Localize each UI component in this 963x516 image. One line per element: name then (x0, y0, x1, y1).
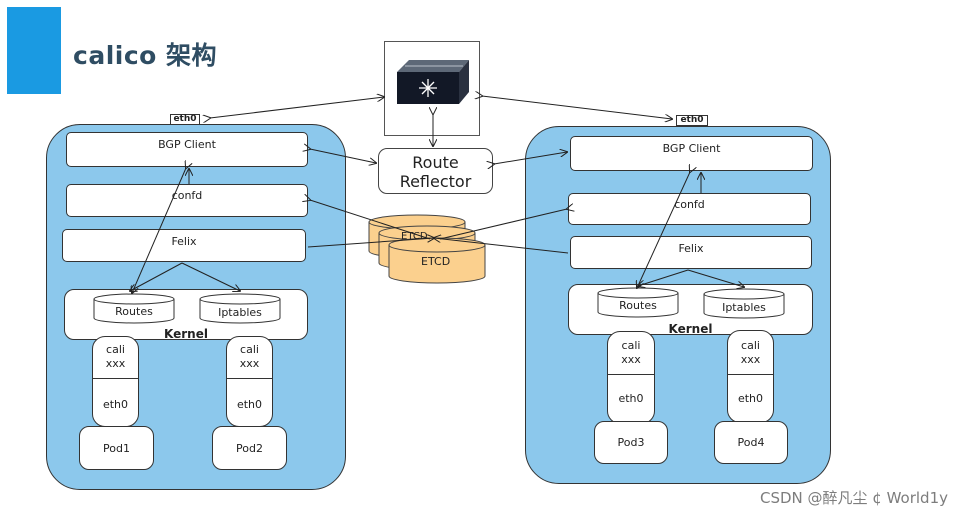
pod-eth0-4: eth0 (737, 392, 764, 405)
route-reflector-label-line1: Route (412, 153, 459, 172)
eth-to-switch-link-1 (210, 97, 384, 118)
route-reflector-label-line2: Reflector (399, 172, 472, 191)
watermark: CSDN @醉凡尘 ¢ World1y (759, 489, 948, 507)
pod-4: Pod4 (714, 421, 788, 464)
cali-interface-1: cali xxx (93, 337, 138, 379)
etcd-label-back: ETCD (401, 231, 428, 242)
bgp-to-routes-link-2 (637, 172, 690, 288)
iptables-cylinder-shape-2 (703, 288, 785, 319)
kernel-label-1: Kernel (164, 327, 208, 341)
network-switch-icon (397, 60, 469, 104)
route-reflector-box: Route Reflector (378, 148, 493, 194)
felix-to-iptables-link-2 (687, 269, 744, 287)
pod-eth0-3: eth0 (618, 392, 644, 405)
iptables-cylinder-1: Iptables (199, 293, 281, 325)
cali-interface-3: cali xxx (608, 332, 654, 375)
routes-label-1: Routes (115, 305, 153, 318)
bgp-to-rr-link-2 (494, 152, 567, 164)
eth-to-switch-link-2 (482, 96, 672, 119)
confd-to-etcd-link-1 (310, 200, 431, 240)
felix-to-iptables-link-1 (181, 262, 240, 291)
iptables-label-2: Iptables (722, 301, 766, 314)
pod-2: Pod2 (212, 426, 287, 470)
cali-interface-2: cali xxx (227, 337, 272, 379)
host-eth-tag-2: eth0 (676, 115, 708, 126)
host-eth-tag-1: eth0 (170, 114, 200, 125)
confd-to-etcd-link-2 (439, 209, 567, 240)
veth-pair-1: cali xxx eth0 (92, 336, 139, 427)
felix-to-etcd-link-2 (434, 238, 569, 254)
routes-cylinder-shape-1 (93, 293, 175, 324)
routes-cylinder-shape-2 (597, 287, 679, 318)
bgp-client-1: BGP Client (66, 132, 308, 167)
bgp-to-routes-link-1 (132, 168, 186, 293)
etcd-label-front: ETCD (421, 255, 451, 268)
felix-to-routes-link-2 (638, 269, 689, 286)
cali-interface-4: cali xxx (728, 331, 773, 375)
felix-to-etcd-link-1 (307, 238, 434, 248)
pod-eth0-1: eth0 (102, 398, 129, 411)
accent-bar (7, 7, 61, 94)
iptables-cylinder-2: Iptables (703, 288, 785, 320)
routes-label-2: Routes (619, 299, 657, 312)
felix-to-routes-link-1 (130, 262, 183, 291)
pod-3: Pod3 (594, 421, 668, 464)
pod-eth0-2: eth0 (236, 398, 263, 411)
veth-pair-2: cali xxx eth0 (226, 336, 273, 427)
iptables-cylinder-shape-1 (199, 293, 281, 324)
routes-cylinder-1: Routes (93, 293, 175, 325)
page-title: calico 架构 (73, 41, 218, 70)
kernel-label-2: Kernel (668, 322, 713, 336)
veth-pair-3: cali xxx eth0 (607, 331, 655, 424)
iptables-label-1: Iptables (218, 306, 262, 319)
pod-1: Pod1 (79, 426, 154, 470)
bgp-to-rr-link-1 (310, 149, 376, 163)
routes-cylinder-2: Routes (597, 287, 679, 319)
